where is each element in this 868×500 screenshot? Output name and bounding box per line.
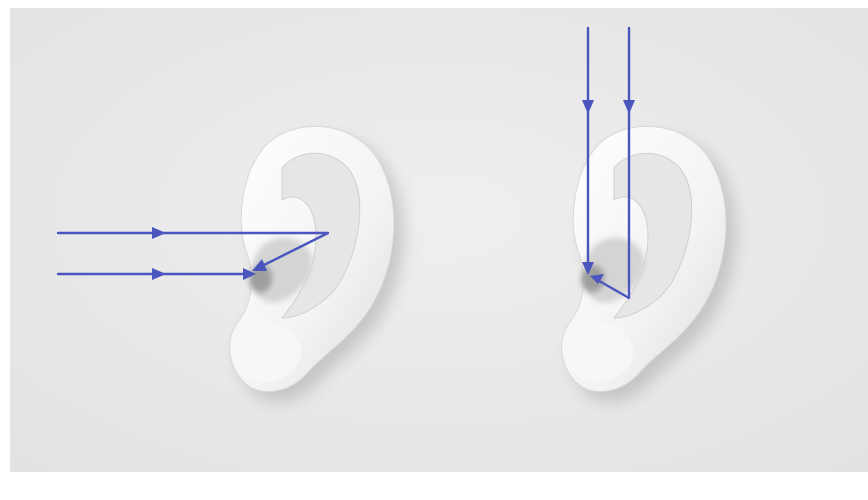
background-panel xyxy=(10,8,868,472)
